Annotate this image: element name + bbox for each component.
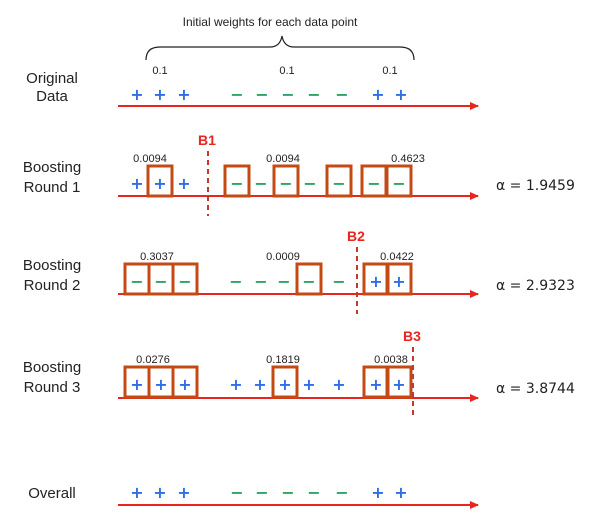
plus-point: + — [371, 483, 384, 502]
plus-point: + — [178, 375, 191, 394]
minus-point: − — [279, 174, 292, 193]
plus-point: + — [130, 483, 143, 502]
plus-point: + — [153, 483, 166, 502]
highlight-box — [385, 262, 413, 296]
minus-point: − — [392, 174, 405, 193]
weight-label: 0.0094 — [133, 153, 167, 165]
minus-point: − — [303, 174, 316, 193]
weight-label: 0.0038 — [374, 354, 408, 366]
minus-point: − — [307, 483, 320, 502]
minus-point: − — [335, 483, 348, 502]
weight-label: 0.1 — [279, 65, 294, 77]
row-label: Round 2 — [24, 277, 81, 294]
row-label: Boosting — [23, 257, 81, 274]
alpha-value: α = 2.9323 — [496, 278, 575, 294]
plus-point: + — [369, 272, 382, 291]
minus-point: − — [154, 272, 167, 291]
minus-point: − — [332, 174, 345, 193]
row-label: Round 3 — [24, 379, 81, 396]
minus-point: − — [281, 483, 294, 502]
minus-point: − — [367, 174, 380, 193]
highlight-box — [271, 365, 299, 399]
weight-label: 0.0094 — [266, 153, 300, 165]
plus-point: + — [332, 375, 345, 394]
minus-point: − — [230, 174, 243, 193]
minus-point: − — [335, 85, 348, 104]
minus-point: − — [230, 85, 243, 104]
minus-point: − — [307, 85, 320, 104]
plus-point: + — [369, 375, 382, 394]
plus-point: + — [229, 375, 242, 394]
plus-point: + — [130, 174, 143, 193]
plus-point: + — [253, 375, 266, 394]
plus-point: + — [153, 85, 166, 104]
boundary-label: B3 — [403, 328, 421, 344]
minus-point: − — [178, 272, 191, 291]
row-label: Boosting — [23, 359, 81, 376]
row-label: Original — [26, 70, 78, 87]
highlight-box — [272, 164, 300, 198]
highlight-box — [223, 164, 251, 198]
plus-point: + — [153, 174, 166, 193]
minus-point: − — [302, 272, 315, 291]
weight-label: 0.0009 — [266, 251, 300, 263]
row-label: Overall — [28, 485, 76, 502]
row-label: Boosting — [23, 159, 81, 176]
weight-label: 0.1 — [152, 65, 167, 77]
minus-point: − — [229, 272, 242, 291]
weight-label: 0.1819 — [266, 354, 300, 366]
row-4: Overall+++−−−−−++ — [28, 483, 479, 509]
plus-point: + — [394, 85, 407, 104]
minus-point: − — [255, 483, 268, 502]
minus-point: − — [277, 272, 290, 291]
weight-label: 0.0422 — [380, 251, 414, 263]
boundary-label: B2 — [347, 228, 365, 244]
weight-label: 0.0276 — [136, 354, 170, 366]
minus-point: − — [255, 85, 268, 104]
highlight-box — [146, 164, 174, 198]
highlight-box — [325, 164, 353, 198]
minus-point: − — [130, 272, 143, 291]
alpha-value: α = 1.9459 — [496, 178, 575, 194]
weights-brace — [145, 35, 415, 61]
plus-point: + — [392, 272, 405, 291]
plus-point: + — [392, 375, 405, 394]
minus-point: − — [254, 174, 267, 193]
minus-point: − — [281, 85, 294, 104]
row-label: Round 1 — [24, 179, 81, 196]
header-title: Initial weights for each data point — [183, 15, 358, 29]
row-label: Data — [36, 88, 68, 105]
highlight-box — [295, 262, 323, 296]
minus-point: − — [254, 272, 267, 291]
plus-point: + — [177, 174, 190, 193]
plus-point: + — [302, 375, 315, 394]
plus-point: + — [154, 375, 167, 394]
plus-point: + — [130, 375, 143, 394]
plus-point: + — [278, 375, 291, 394]
highlight-box — [385, 164, 413, 198]
weight-label: 0.1 — [382, 65, 397, 77]
plus-point: + — [130, 85, 143, 104]
plus-point: + — [394, 483, 407, 502]
highlight-box — [171, 262, 199, 296]
plus-point: + — [177, 483, 190, 502]
minus-point: − — [230, 483, 243, 502]
highlight-box — [385, 365, 413, 399]
plus-point: + — [371, 85, 384, 104]
weight-label: 0.4623 — [391, 153, 425, 165]
weight-label: 0.3037 — [140, 251, 174, 263]
minus-point: − — [332, 272, 345, 291]
alpha-value: α = 3.8744 — [496, 381, 575, 397]
plus-point: + — [177, 85, 190, 104]
boundary-label: B1 — [198, 132, 216, 148]
highlight-box — [171, 365, 199, 399]
